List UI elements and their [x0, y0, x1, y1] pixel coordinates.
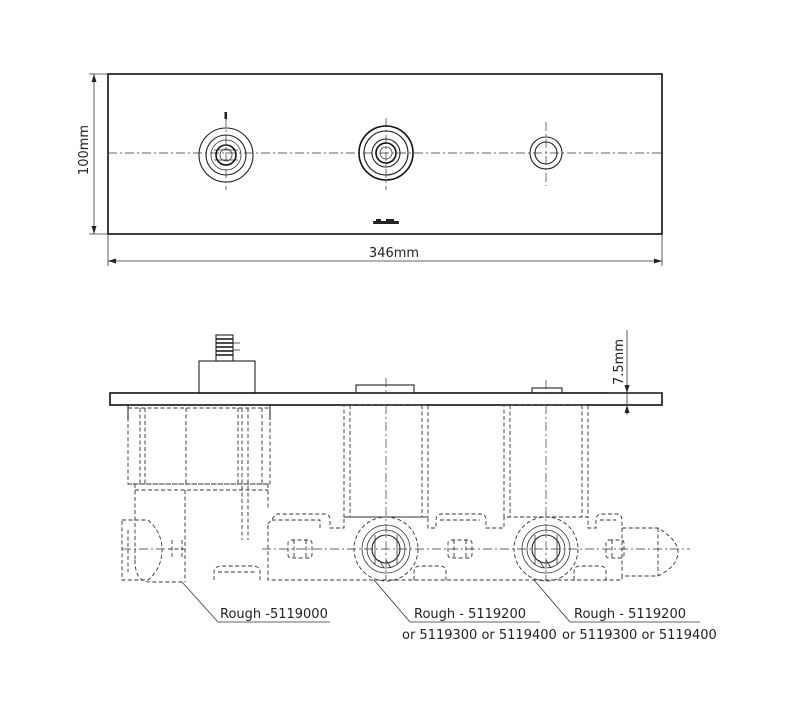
middle-port-section — [353, 516, 419, 582]
left-valve-front — [198, 112, 254, 190]
front-view: 100mm 346mm — [77, 73, 663, 266]
trim-plate-side — [109, 392, 663, 406]
callout-1-line1: Rough -5119000 — [220, 607, 328, 622]
callout-3-line1: Rough - 5119200 — [574, 607, 686, 622]
right-valve-front — [529, 122, 563, 186]
rough-body-center-right — [262, 404, 690, 582]
right-port-section — [513, 516, 579, 582]
middle-valve-front — [358, 118, 414, 190]
trim-plate-front — [107, 73, 663, 235]
leader-lines — [181, 579, 700, 623]
side-view: 7.5mm — [109, 330, 717, 643]
width-dimension-label: 346mm — [369, 246, 419, 261]
rough-body-left — [121, 405, 271, 583]
depth-dimension-label: 7.5mm — [612, 339, 627, 385]
callout-2-line2: or 5119300 or 5119400 — [402, 628, 557, 643]
threaded-stem — [198, 334, 256, 394]
brand-logo-mark — [373, 219, 399, 224]
depth-dimension: 7.5mm — [608, 330, 662, 415]
callout-2-line1: Rough - 5119200 — [414, 607, 526, 622]
callout-3-line2: or 5119300 or 5119400 — [562, 628, 717, 643]
height-dimension-label: 100mm — [77, 125, 92, 175]
height-dimension: 100mm — [77, 73, 108, 235]
width-dimension: 346mm — [107, 234, 663, 266]
